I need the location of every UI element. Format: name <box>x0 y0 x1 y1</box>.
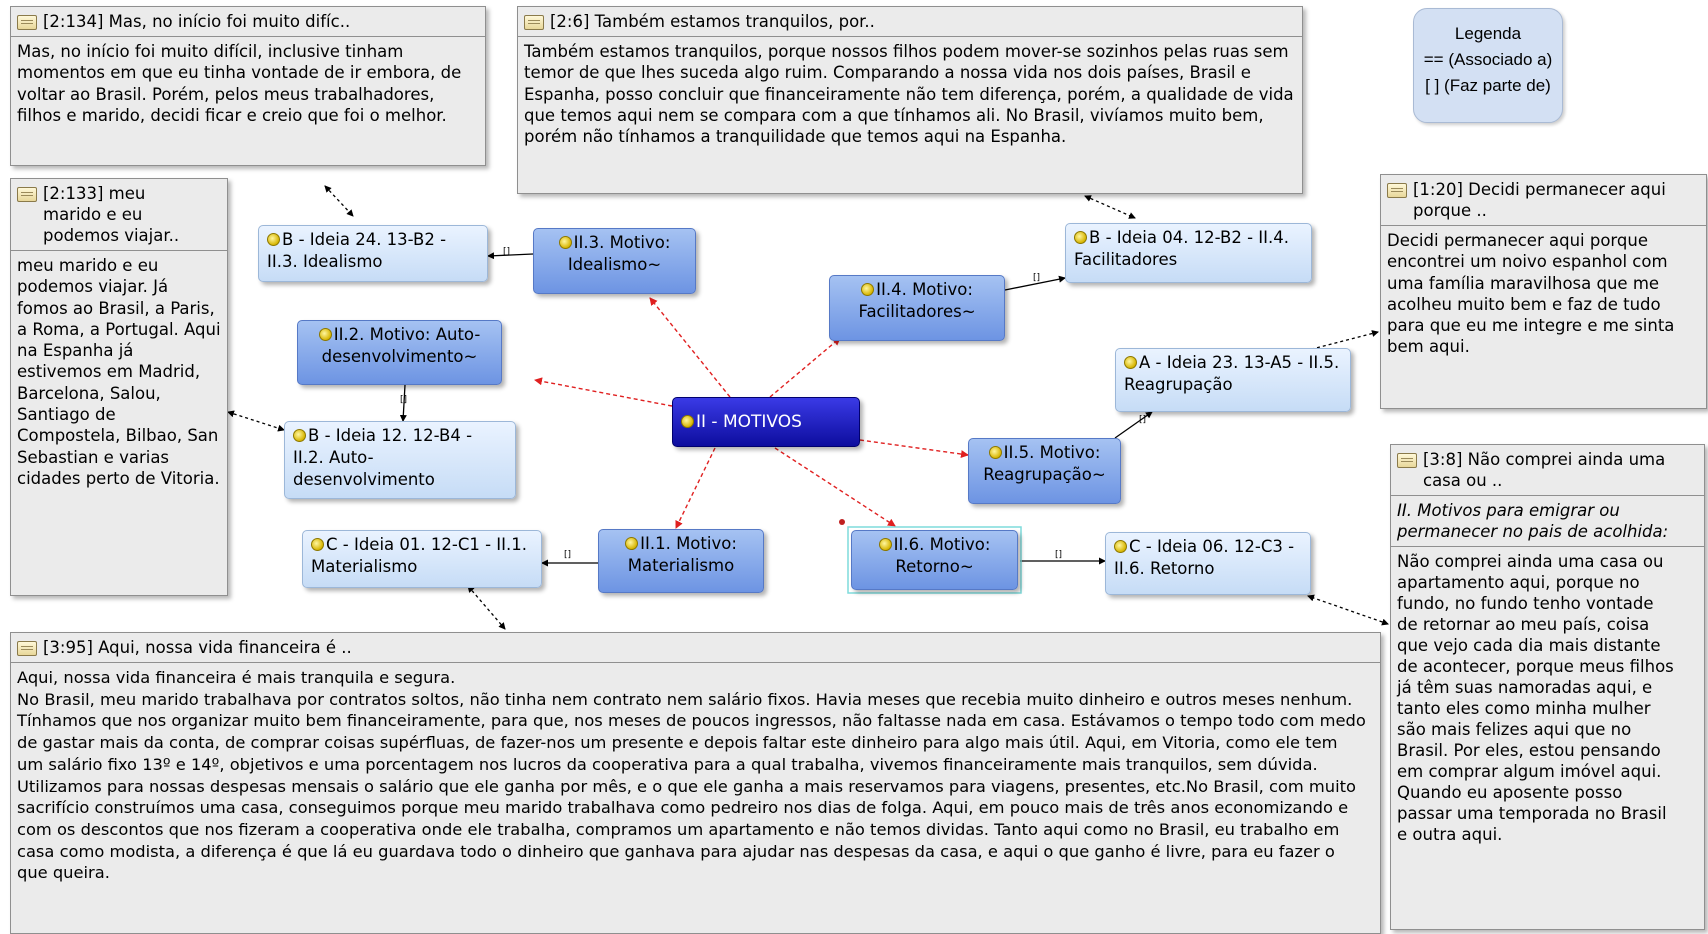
code-icon <box>318 328 332 341</box>
memo-header: [1:20] Decidi permanecer aqui porque .. <box>1381 175 1706 226</box>
link-center-ii5 <box>859 439 969 458</box>
code-label: B - Ideia 24. 13-B2 - II.3. Idealismo <box>267 230 447 271</box>
memo-icon <box>17 641 37 656</box>
code-b-ideia-24[interactable]: B - Ideia 24. 13-B2 - II.3. Idealismo <box>258 225 488 282</box>
code-label: II - MOTIVOS <box>696 412 802 432</box>
memo-2-6[interactable]: [2:6] Também estamos tranquilos, por.. T… <box>517 6 1303 194</box>
code-icon <box>681 415 694 428</box>
memo-subtitle: II. Motivos para emigrar ou permanecer n… <box>1391 496 1704 547</box>
code-ii4-facilitadores[interactable]: II.4. Motivo: Facilitadores~ <box>829 275 1005 341</box>
code-label: II.4. Motivo: Facilitadores~ <box>858 280 976 321</box>
code-label: B - Ideia 12. 12-B4 - II.2. Auto-desenvo… <box>293 426 473 489</box>
code-icon <box>625 537 639 550</box>
link-memo2134-b24 <box>324 185 354 217</box>
code-icon <box>293 429 306 442</box>
code-icon <box>558 236 572 249</box>
code-c-ideia-01[interactable]: C - Ideia 01. 12-C1 - II.1. Materialismo <box>302 530 542 588</box>
code-ii-motivos[interactable]: II - MOTIVOS <box>672 397 860 447</box>
memo-title: [2:6] Também estamos tranquilos, por.. <box>550 12 875 31</box>
link-memo395-c01 <box>467 585 506 630</box>
memo-body: meu marido e eu podemos viajar. Já fomos… <box>17 256 221 488</box>
memo-header: [2:133] meu marido e eu podemos viajar.. <box>11 179 227 251</box>
memo-icon <box>17 15 37 30</box>
memo-title: [2:133] meu marido e eu podemos viajar.. <box>43 184 180 245</box>
code-label: A - Ideia 23. 13-A5 - II.5. Reagrupação <box>1124 353 1340 394</box>
link-center-ii6 <box>774 447 896 527</box>
code-label: II.3. Motivo: Idealismo~ <box>567 233 671 274</box>
link-ii3-b24 <box>487 252 534 260</box>
code-b-ideia-04[interactable]: B - Ideia 04. 12-B2 - II.4. Facilitadore… <box>1065 223 1312 283</box>
link-ii2-b12 <box>399 384 407 422</box>
code-c-ideia-06[interactable]: C - Ideia 06. 12-C3 - II.6. Retorno <box>1105 532 1311 595</box>
link-center-ii2 <box>534 377 673 407</box>
link-center-ii4 <box>769 337 841 398</box>
memo-icon <box>17 187 37 202</box>
part-of-label: [] <box>503 247 510 257</box>
part-of-label: [] <box>1139 415 1146 425</box>
memo-title: [2:134] Mas, no início foi muito difíc.. <box>43 12 351 31</box>
part-of-label: [] <box>1033 273 1040 283</box>
legend-associated: == (Associado a) <box>1423 50 1553 69</box>
memo-body: Decidi permanecer aqui porque encontrei … <box>1387 231 1675 357</box>
link-memo2133-b12 <box>227 410 285 432</box>
code-ii1-materialismo[interactable]: II.1. Motivo: Materialismo <box>598 529 764 593</box>
code-icon <box>1124 356 1137 369</box>
link-center-ii1 <box>675 447 716 529</box>
selection-dot <box>839 519 845 525</box>
code-ii3-idealismo[interactable]: II.3. Motivo: Idealismo~ <box>533 228 696 294</box>
memo-icon <box>1397 453 1417 468</box>
code-ii6-retorno[interactable]: II.6. Motivo: Retorno~ <box>851 530 1018 590</box>
link-memo26-b04 <box>1084 195 1136 219</box>
memo-body: Aqui, nossa vida financeira é mais tranq… <box>17 668 1366 883</box>
code-icon <box>1114 540 1127 553</box>
memo-header: [3:95] Aqui, nossa vida financeira é .. <box>11 633 1380 663</box>
link-memo38-c06 <box>1307 594 1389 626</box>
memo-header: [3:8] Não comprei ainda uma casa ou .. <box>1391 445 1704 496</box>
part-of-label: [] <box>564 550 571 560</box>
code-icon <box>267 233 280 246</box>
memo-1-20[interactable]: [1:20] Decidi permanecer aqui porque .. … <box>1380 174 1707 409</box>
memo-header: [2:6] Também estamos tranquilos, por.. <box>518 7 1302 37</box>
memo-body: Mas, no início foi muito difícil, inclus… <box>17 42 462 125</box>
code-label: II.2. Motivo: Auto-desenvolvimento~ <box>321 325 481 366</box>
code-icon <box>311 538 324 551</box>
code-icon <box>988 446 1002 459</box>
code-icon <box>1074 231 1087 244</box>
legend-part-of: [ ] (Faz parte de) <box>1425 76 1551 95</box>
code-a-ideia-23[interactable]: A - Ideia 23. 13-A5 - II.5. Reagrupação <box>1115 348 1351 412</box>
code-label: II.1. Motivo: Materialismo <box>627 534 737 575</box>
memo-header: [2:134] Mas, no início foi muito difíc.. <box>11 7 485 37</box>
memo-3-8[interactable]: [3:8] Não comprei ainda uma casa ou .. I… <box>1390 444 1705 930</box>
link-ii5-a23 <box>1114 411 1153 439</box>
code-ii5-reagrupacao[interactable]: II.5. Motivo: Reagrupação~ <box>968 438 1121 504</box>
memo-2-133[interactable]: [2:133] meu marido e eu podemos viajar..… <box>10 178 228 596</box>
code-icon <box>878 538 892 551</box>
memo-title: [3:8] Não comprei ainda uma casa ou .. <box>1423 450 1666 490</box>
code-label: II.5. Motivo: Reagrupação~ <box>983 443 1106 484</box>
code-icon <box>861 283 875 296</box>
code-label: II.6. Motivo: Retorno~ <box>893 535 991 576</box>
memo-body: Não comprei ainda uma casa ou apartament… <box>1397 552 1674 844</box>
selection-frame <box>847 526 1022 594</box>
memo-2-134[interactable]: [2:134] Mas, no início foi muito difíc..… <box>10 6 486 166</box>
code-label: C - Ideia 06. 12-C3 - II.6. Retorno <box>1114 537 1295 578</box>
memo-icon <box>1387 183 1407 198</box>
memo-icon <box>524 15 544 30</box>
legend-title: Legenda <box>1454 24 1522 43</box>
code-label: B - Ideia 04. 12-B2 - II.4. Facilitadore… <box>1074 228 1290 269</box>
code-label: C - Ideia 01. 12-C1 - II.1. Materialismo <box>311 535 528 576</box>
legend: Legenda == (Associado a) [ ] (Faz parte … <box>1413 8 1563 123</box>
memo-title: [1:20] Decidi permanecer aqui porque .. <box>1413 180 1666 220</box>
code-b-ideia-12[interactable]: B - Ideia 12. 12-B4 - II.2. Auto-desenvo… <box>284 421 516 499</box>
part-of-label: [] <box>400 395 407 405</box>
code-ii2-auto-desenvolvimento[interactable]: II.2. Motivo: Auto-desenvolvimento~ <box>297 320 502 385</box>
memo-3-95[interactable]: [3:95] Aqui, nossa vida financeira é .. … <box>10 632 1381 934</box>
memo-body: Também estamos tranquilos, porque nossos… <box>524 42 1294 147</box>
link-center-ii3 <box>649 297 731 398</box>
memo-title: [3:95] Aqui, nossa vida financeira é .. <box>43 638 352 657</box>
part-of-label: [] <box>1055 550 1062 560</box>
link-ii4-b04 <box>1004 275 1066 291</box>
